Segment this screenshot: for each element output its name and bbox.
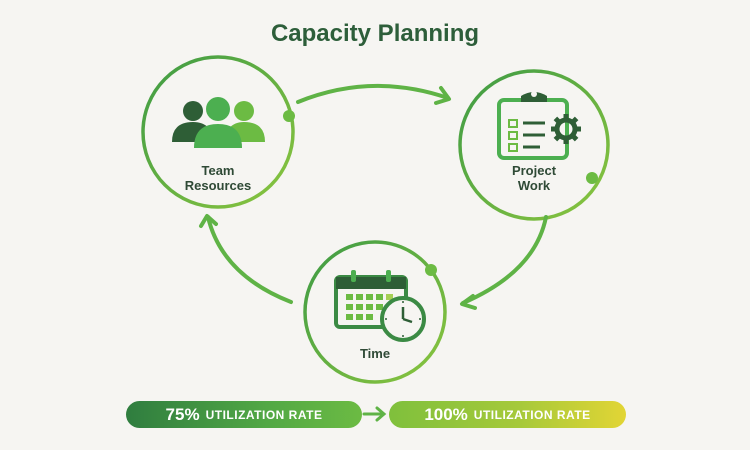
time-label: Time (335, 346, 415, 361)
project-work-node (458, 69, 610, 221)
time-node (303, 240, 447, 384)
target-utilization-label: UTILIZATION RATE (473, 407, 591, 422)
label-line: Resources (184, 178, 252, 193)
current-utilization-label: UTILIZATION RATE (205, 407, 323, 422)
arrow-team-to-project (296, 83, 451, 105)
arrow-project-to-time (460, 215, 548, 310)
target-utilization-badge: 100% UTILIZATION RATE (389, 401, 626, 428)
arrow-time-to-team (199, 214, 293, 304)
team-resources-label: Team Resources (178, 163, 258, 193)
arrow-right-icon (362, 406, 387, 422)
current-utilization-badge: 75% UTILIZATION RATE (126, 401, 362, 428)
people-icon (172, 97, 265, 148)
clipboard-gear-icon (497, 91, 581, 160)
project-work-label: Project Work (494, 163, 574, 193)
page-title: Capacity Planning (270, 20, 480, 47)
calendar-clock-icon (334, 270, 426, 342)
label-line: Project (511, 163, 557, 178)
target-utilization-percent: 100% (424, 404, 468, 424)
label-line: Time (359, 346, 391, 361)
label-line: Work (517, 178, 551, 193)
current-utilization-percent: 75% (165, 404, 200, 424)
team-resources-node (141, 55, 295, 209)
label-line: Team (201, 163, 235, 178)
